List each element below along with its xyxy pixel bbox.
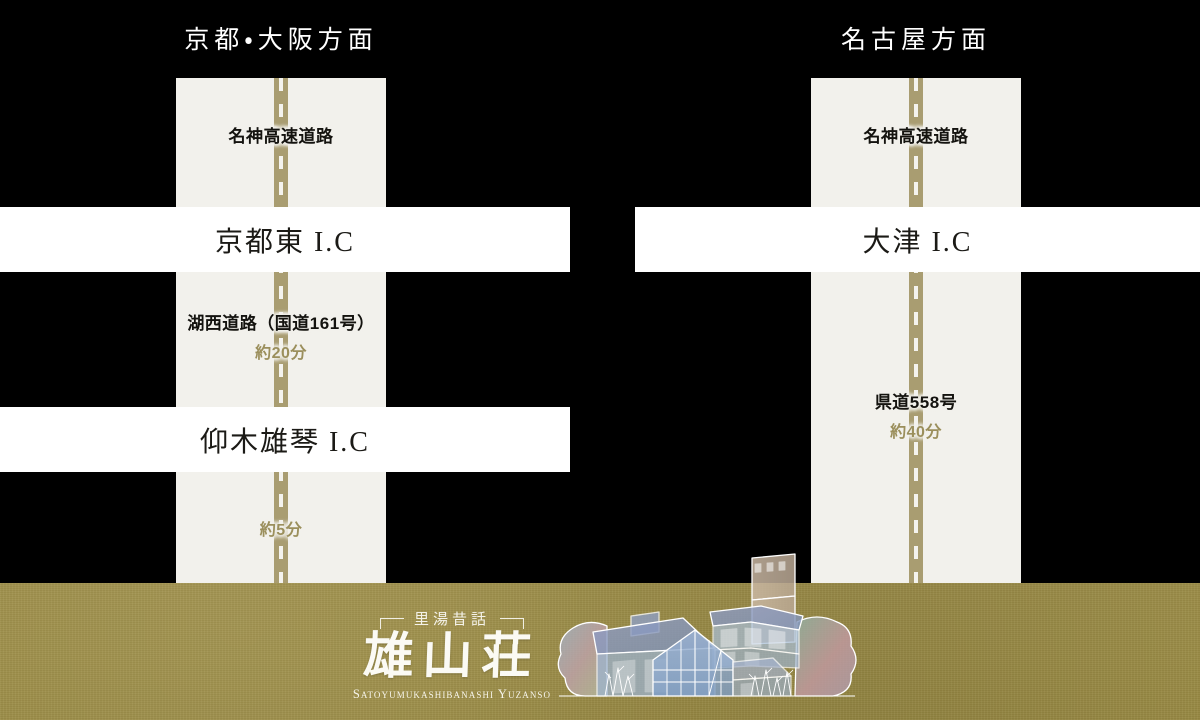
interchange-name: 仰木雄琴 I.C: [199, 426, 370, 458]
bracket-right-icon: [500, 617, 524, 629]
interchange-name: 京都東 I.C: [214, 226, 355, 258]
logo-tagline-row: 里湯昔話: [352, 608, 552, 629]
direction-header-kyoto-osaka: 京都・大阪方面: [184, 27, 378, 54]
interchange-name: 大津 I.C: [862, 226, 973, 258]
logo-romaji: Satoyumukashibanashi Yuzanso: [352, 686, 552, 701]
ryokan-building-illustration: [555, 550, 885, 720]
direction-header-nagoya: 名古屋方面: [840, 27, 991, 54]
logo-name: 雄山荘: [362, 628, 542, 684]
route-column-left: [176, 78, 386, 583]
interchange-bar-otsu: 大津 I.C: [635, 207, 1200, 272]
road-strip-left: [274, 78, 288, 583]
interchange-bar-kyoto-higashi: 京都東 I.C: [0, 207, 570, 272]
logo-tagline-text: 里湯昔話: [413, 611, 490, 628]
hotel-logo: 里湯昔話 雄山荘 Satoyumukashibanashi Yuzanso: [352, 608, 552, 702]
route-column-right: [811, 78, 1021, 583]
road-strip-right: [909, 78, 923, 583]
interchange-bar-ogiki-ogoto: 仰木雄琴 I.C: [0, 407, 570, 472]
bracket-left-icon: [379, 617, 404, 629]
